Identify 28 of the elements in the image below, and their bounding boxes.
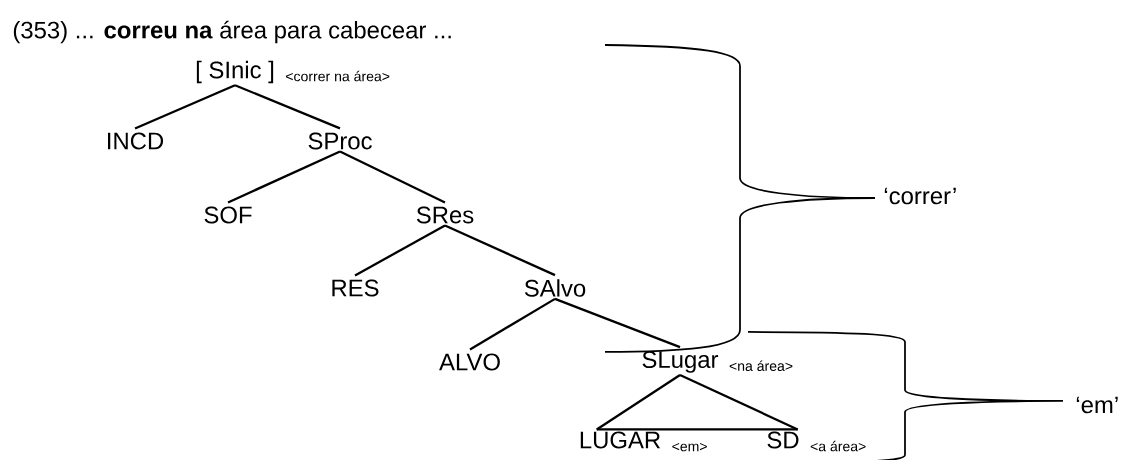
tree-node-label: ALVO [439, 353, 500, 371]
tree-node-label: SAlvo [524, 279, 586, 297]
tree-branch [444, 224, 556, 277]
tree-node-label: SProc [308, 132, 372, 150]
tree-node-label: INCD [108, 132, 164, 150]
tree-node-label: SRes [416, 206, 474, 224]
tree-node-label: SLugar [642, 351, 719, 373]
tree-branch [554, 297, 681, 349]
tree-branch [679, 373, 799, 431]
tree-branch [227, 150, 341, 204]
feature-annotation: <em> [672, 443, 707, 452]
tree-node-label: [ SInic ] [196, 60, 274, 84]
tree-node-label: LUGAR [580, 431, 661, 449]
tree-branch [339, 150, 446, 204]
feature-annotation: <a área> [810, 440, 866, 452]
tree-branch [134, 84, 236, 130]
tree-node-label: SOF [204, 206, 252, 224]
tree-branch [234, 84, 341, 130]
example-sentence: (353) ... correu na área para cabecear ... [13, 20, 451, 44]
tree-branch [596, 373, 681, 431]
tree-node-label: RES [332, 279, 379, 297]
gloss-label: ‘correr’ [884, 187, 956, 205]
tree-branch [469, 297, 556, 351]
tree-branch [354, 224, 446, 277]
gloss-label: ‘em’ [1076, 396, 1118, 414]
tree-node-label: SD [767, 431, 799, 449]
feature-annotation: <correr na área> [286, 70, 390, 82]
feature-annotation: <na área> [729, 360, 793, 371]
